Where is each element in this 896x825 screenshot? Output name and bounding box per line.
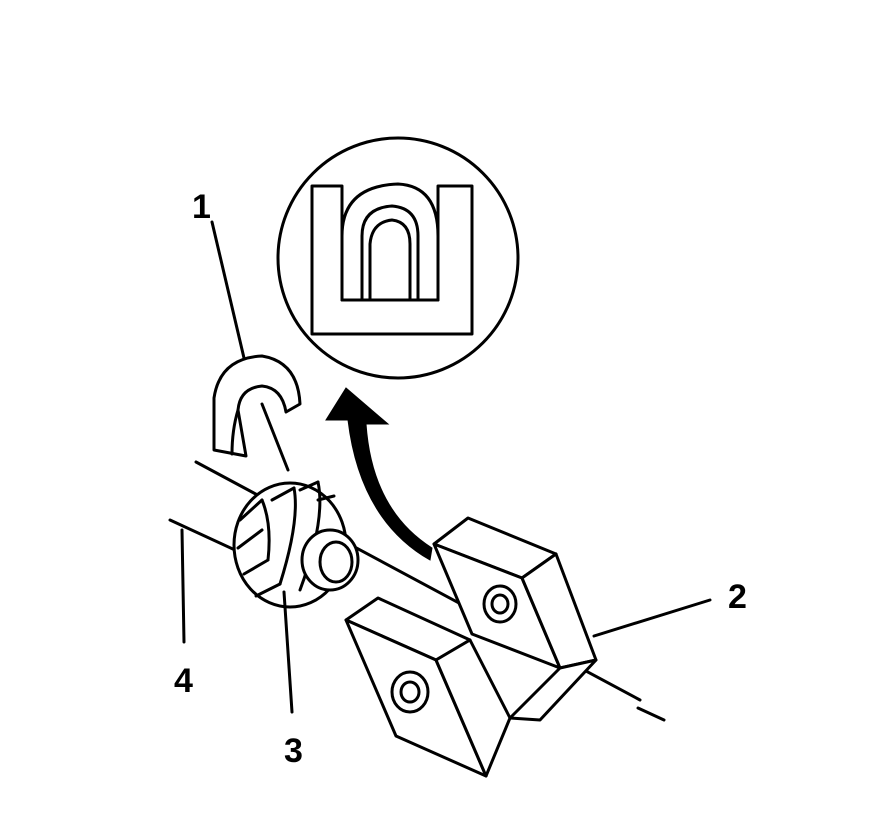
bearing-block-lower xyxy=(344,596,598,778)
callout-3: 3 xyxy=(284,732,303,770)
curved-arrow xyxy=(325,387,433,561)
detail-magnifier xyxy=(276,136,520,380)
bevel-gear xyxy=(232,480,360,609)
callout-2: 2 xyxy=(728,578,747,616)
callout-4: 4 xyxy=(174,662,193,700)
callout-1: 1 xyxy=(192,188,211,226)
u-clip-retainer xyxy=(212,354,302,458)
bearing-block-upper xyxy=(432,516,598,670)
leader-lines xyxy=(180,220,712,714)
